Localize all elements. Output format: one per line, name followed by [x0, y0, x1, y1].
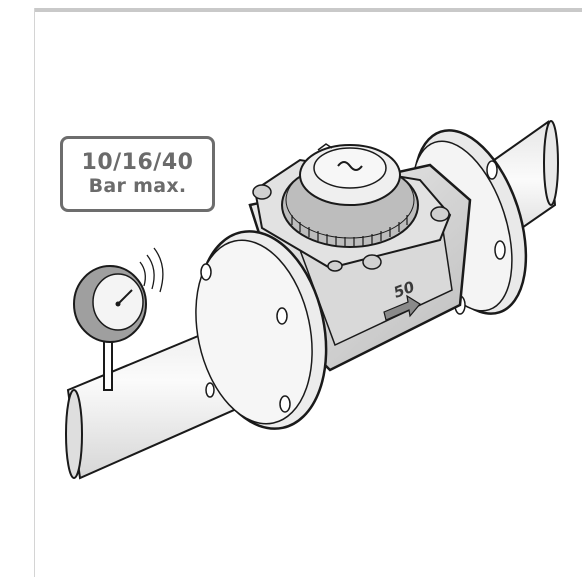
flange-left [195, 230, 328, 430]
meter-bolts [252, 184, 450, 272]
top-divider [34, 8, 582, 12]
pressure-unit-text: Bar max. [88, 174, 187, 197]
pressure-rating-text: 10/16/40 [81, 150, 194, 176]
pressure-gauge-icon [73, 247, 164, 391]
meter-register-head [252, 143, 452, 272]
max-pressure-label: 10/16/40 Bar max. [60, 136, 215, 212]
left-divider [34, 8, 35, 577]
flow-direction-arrow-icon [383, 294, 421, 321]
